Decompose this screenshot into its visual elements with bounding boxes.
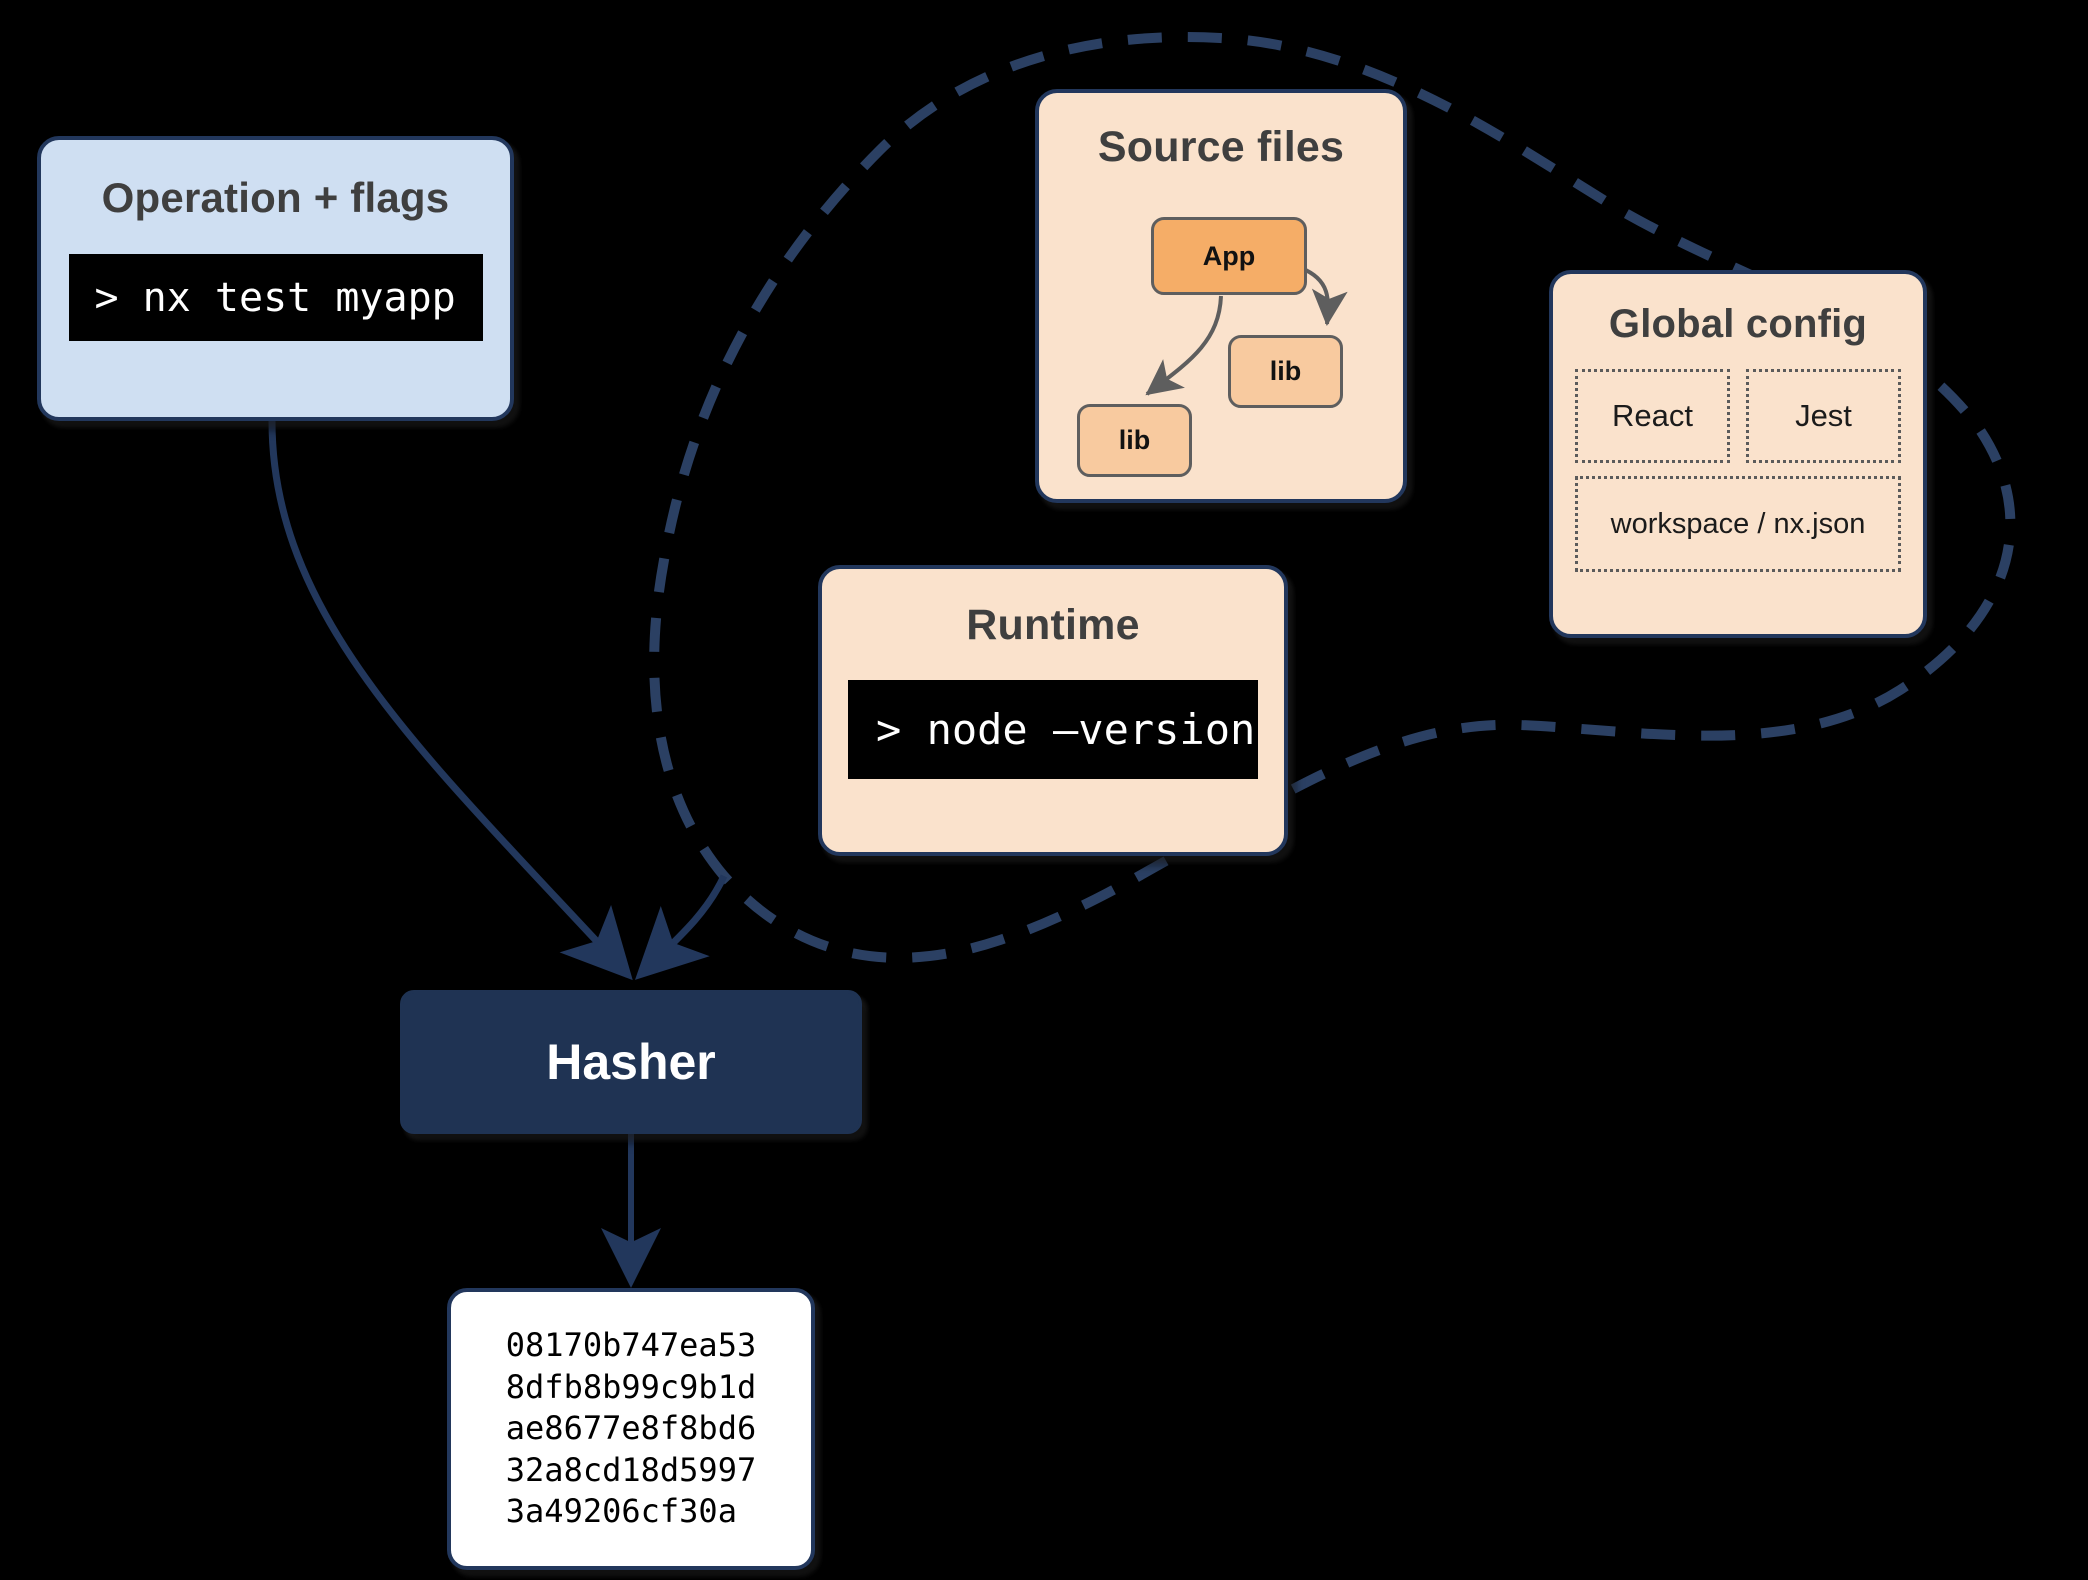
source-node-app[interactable]: App bbox=[1151, 217, 1307, 295]
global-config-card: Global config React Jest workspace / nx.… bbox=[1549, 270, 1927, 638]
edge-operation-to-hasher bbox=[268, 420, 633, 981]
runtime-title: Runtime bbox=[966, 601, 1140, 649]
operation-flags-card: Operation + flags > nx test myapp bbox=[37, 136, 514, 421]
hash-output-line: 32a8cd18d5997 bbox=[505, 1450, 757, 1489]
hash-output-line: 3a49206cf30a bbox=[505, 1492, 737, 1531]
edge-app-to-lib-left bbox=[1145, 295, 1223, 396]
edge-app-to-lib-right bbox=[1300, 266, 1348, 326]
source-files-title: Source files bbox=[1097, 123, 1345, 171]
operation-flags-title: Operation + flags bbox=[101, 174, 450, 221]
source-files-graph: App lib lib bbox=[1039, 172, 1403, 499]
hash-output-line: 8dfb8b99c9b1d bbox=[505, 1367, 757, 1406]
hasher-card[interactable]: Hasher bbox=[400, 990, 862, 1134]
global-config-row-top: React Jest bbox=[1575, 369, 1901, 463]
hasher-label: Hasher bbox=[546, 1034, 716, 1090]
runtime-card: Runtime > node –version bbox=[818, 565, 1288, 856]
edge-inputs-to-hasher bbox=[634, 874, 728, 980]
source-files-edge-layer bbox=[1145, 266, 1348, 396]
global-config-grid: React Jest workspace / nx.json bbox=[1575, 369, 1901, 572]
global-config-title: Global config bbox=[1608, 302, 1868, 346]
global-config-cell-jest[interactable]: Jest bbox=[1746, 369, 1901, 463]
global-config-cell-react[interactable]: React bbox=[1575, 369, 1730, 463]
operation-command-terminal: > nx test myapp bbox=[68, 254, 483, 341]
source-node-lib-left[interactable]: lib bbox=[1077, 404, 1192, 477]
runtime-command-terminal: > node –version bbox=[848, 680, 1258, 779]
global-config-cell-workspace[interactable]: workspace / nx.json bbox=[1575, 476, 1901, 572]
hash-output-line: ae8677e8f8bd6 bbox=[505, 1409, 757, 1448]
hash-output-line: 08170b747ea53 bbox=[505, 1326, 757, 1365]
source-files-card: Source files App lib lib bbox=[1035, 89, 1407, 503]
source-node-lib-right[interactable]: lib bbox=[1228, 335, 1343, 408]
